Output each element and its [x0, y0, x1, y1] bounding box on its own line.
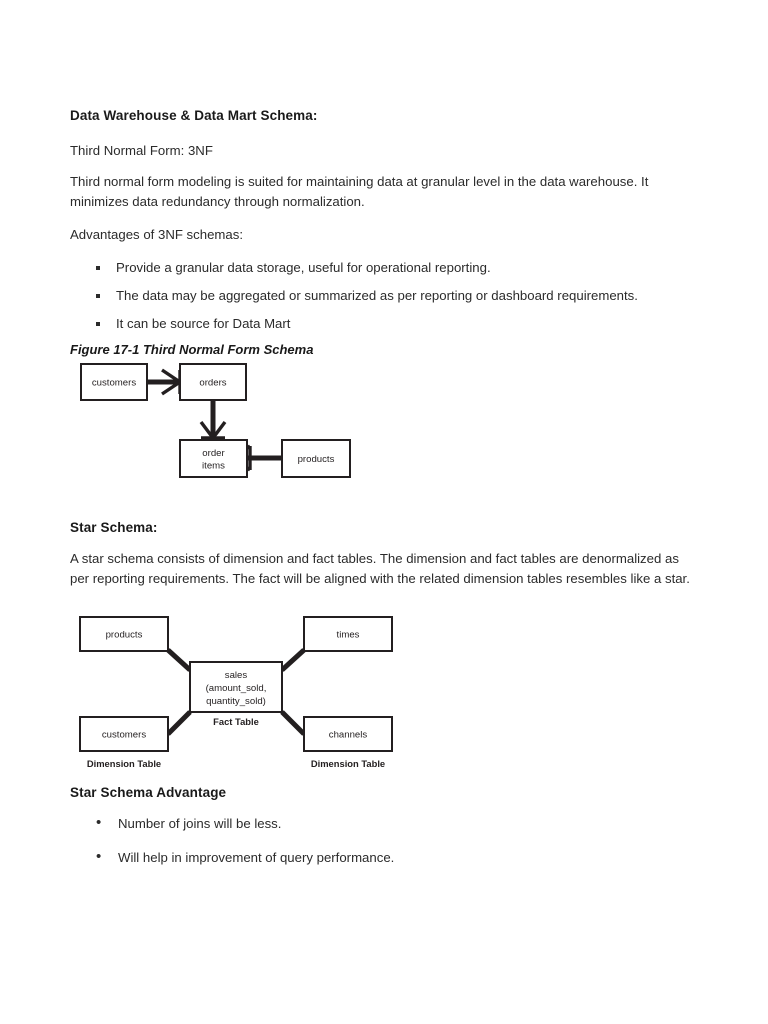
star-schema-advantage-list: Number of joins will be less. Will help … — [70, 812, 692, 868]
dimension-channels-label: channels — [329, 730, 368, 741]
spoke-channels-sales — [280, 710, 306, 736]
dimension-times-label: times — [337, 630, 360, 641]
entity-orders-label: orders — [199, 378, 226, 389]
advantages-list: Provide a granular data storage, useful … — [70, 258, 692, 333]
fact-table-measures-line2: quantity_sold) — [206, 696, 266, 707]
star-schema-diagram: products times customers channels sales … — [72, 612, 412, 777]
fact-table-measures-line1: (amount_sold, — [206, 683, 267, 694]
entity-orders — [179, 363, 247, 401]
fact-table-caption: Fact Table — [213, 716, 259, 727]
spoke-products-sales — [166, 648, 192, 672]
crowfoot-orders-orderitems — [199, 420, 227, 440]
figure-caption-17-1: Figure 17-1 Third Normal Form Schema — [70, 341, 314, 357]
third-normal-form-diagram: customers orders order items products — [70, 352, 370, 492]
star-schema-section: Star Schema: A star schema consists of d… — [70, 520, 692, 602]
dimension-table-label-right: Dimension Table — [311, 758, 385, 769]
dimension-products-label: products — [106, 630, 143, 641]
entity-order-items — [179, 439, 248, 478]
third-normal-form-subtitle: Third Normal Form: 3NF — [70, 143, 213, 158]
star-schema-advantage-section: Star Schema Advantage Number of joins wi… — [70, 785, 692, 882]
list-item: Will help in improvement of query perfor… — [70, 846, 692, 868]
entity-customers-label: customers — [92, 378, 136, 389]
fact-table-name: sales — [225, 670, 248, 681]
dimension-products — [79, 616, 169, 652]
entity-order-items-label-line2: items — [202, 461, 225, 472]
entity-order-items-label-line1: order — [202, 448, 225, 459]
entity-products — [281, 439, 351, 478]
list-item: Number of joins will be less. — [70, 812, 692, 834]
dimension-customers — [79, 716, 169, 752]
entity-customers — [80, 363, 148, 401]
star-schema-title: Star Schema: — [70, 520, 158, 535]
dimension-table-label-left: Dimension Table — [87, 758, 161, 769]
star-schema-advantage-title: Star Schema Advantage — [70, 785, 227, 800]
fact-table-sales — [189, 661, 283, 713]
spoke-times-sales — [280, 648, 306, 672]
document-content: Data Warehouse & Data Mart Schema: Third… — [70, 108, 692, 367]
list-item: The data may be aggregated or summarized… — [70, 286, 692, 306]
dimension-times — [303, 616, 393, 652]
star-schema-paragraph: A star schema consists of dimension and … — [70, 551, 690, 587]
third-normal-form-paragraph: Third normal form modeling is suited for… — [70, 174, 649, 210]
list-item: Provide a granular data storage, useful … — [70, 258, 692, 278]
page-title: Data Warehouse & Data Mart Schema: — [70, 108, 318, 123]
spoke-customers-sales — [166, 710, 192, 736]
list-item: It can be source for Data Mart — [70, 314, 692, 334]
dimension-customers-label: customers — [102, 730, 146, 741]
dimension-channels — [303, 716, 393, 752]
advantages-intro: Advantages of 3NF schemas: — [70, 227, 243, 243]
entity-products-label: products — [298, 454, 335, 465]
